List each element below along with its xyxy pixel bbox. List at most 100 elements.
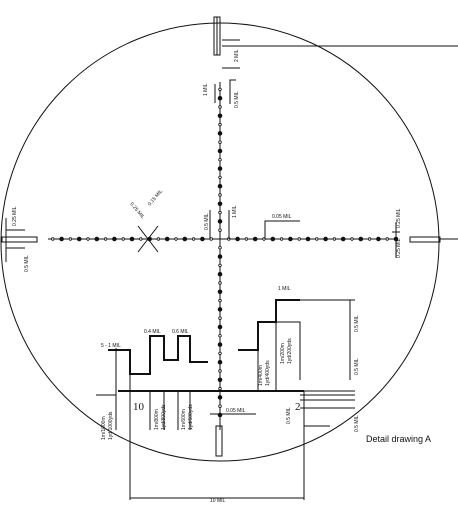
mil-dot xyxy=(94,236,100,242)
mil-dot xyxy=(164,236,170,242)
mil-dot xyxy=(217,131,223,136)
mil-dot xyxy=(112,236,117,242)
mil-dot xyxy=(86,237,90,241)
mil-dot xyxy=(270,236,276,242)
mil-dot xyxy=(218,246,222,250)
mil-dot xyxy=(59,236,64,242)
mil-dot xyxy=(323,236,328,242)
left-post xyxy=(1,236,38,243)
mil-dot xyxy=(76,236,82,242)
mil-dot xyxy=(68,237,73,241)
label-range-400yds: 1yd/400yds xyxy=(265,360,271,386)
label-range-1000: 1m/1000m xyxy=(101,416,107,440)
mil-dot xyxy=(129,236,135,242)
mil-dot xyxy=(217,148,223,154)
mil-dot xyxy=(376,236,381,242)
mil-dot xyxy=(217,254,223,259)
label-top-05mil: 0.5 MIL xyxy=(234,91,240,108)
mil-dot xyxy=(350,237,354,241)
label-diag-a: 0.25 MIL xyxy=(128,201,145,220)
label-left-05mil: 0.5 MIL xyxy=(24,255,30,272)
label-step-1mil-right: 1 MIL xyxy=(278,286,291,292)
label-bottom-05mil: 0.5 MIL xyxy=(286,407,292,424)
mil-dot xyxy=(217,113,223,119)
mil-dot xyxy=(218,122,222,127)
mil-dot xyxy=(217,95,223,101)
mil-dot xyxy=(217,342,223,347)
mil-dot xyxy=(139,237,143,241)
mil-dot xyxy=(174,237,178,241)
mil-dot xyxy=(217,166,223,171)
label-range-600yds: 1yd/600yds xyxy=(188,404,194,430)
label-left-025mil: 0.25 MIL xyxy=(12,206,18,226)
mil-dot xyxy=(340,236,346,242)
vertical-mil-dots xyxy=(217,87,223,418)
label-range-800: 1m/800m xyxy=(154,409,160,430)
mil-dot xyxy=(279,237,284,241)
label-range-600: 1m/600m xyxy=(181,409,187,430)
label-right-025mil-a: 0.25 MIL xyxy=(396,208,402,228)
label-right-05mil-c: 0.5 MIL xyxy=(354,415,360,432)
mil-dot xyxy=(217,271,223,277)
mil-dot xyxy=(217,359,223,365)
mil-dot xyxy=(218,351,222,356)
mil-dot xyxy=(217,201,223,207)
label-top-2mil: 2 MIL xyxy=(234,49,240,62)
label-right-025mil-b: 0.25 MIL xyxy=(396,238,402,258)
mil-dot xyxy=(218,281,222,285)
mil-dot xyxy=(218,140,222,144)
mil-dot xyxy=(252,236,258,242)
mil-dot xyxy=(218,158,222,162)
label-number-2: 2 xyxy=(295,401,301,413)
mil-dot xyxy=(218,228,222,232)
label-center-1mil: 1 MIL xyxy=(232,205,238,218)
label-step-06mil: 0.6 MIL xyxy=(172,329,189,335)
label-center-05mil: 0.5 MIL xyxy=(204,213,210,230)
label-center-005mil: 0.05 MIL xyxy=(272,214,292,220)
mil-dot xyxy=(217,395,223,400)
mil-dot xyxy=(182,236,188,242)
mil-dot xyxy=(51,237,55,241)
mil-dot xyxy=(217,289,223,295)
mil-dot xyxy=(121,237,125,241)
label-right-05mil-b: 0.5 MIL xyxy=(354,358,360,375)
mil-dot xyxy=(244,237,249,241)
right-post xyxy=(409,236,441,243)
mil-dot xyxy=(218,87,222,92)
mil-dot xyxy=(367,237,372,241)
mil-dot xyxy=(191,237,196,241)
mil-dot xyxy=(217,307,223,312)
label-diag-b: 0.15 MIL xyxy=(147,188,164,207)
mil-dot xyxy=(218,175,222,180)
label-range-800yds: 1yd/800yds xyxy=(161,404,167,430)
label-right-05mil-a: 0.5 MIL xyxy=(354,315,360,332)
mil-dot xyxy=(217,219,223,224)
mil-dot xyxy=(200,236,205,242)
mil-dot xyxy=(217,183,223,189)
label-step-5-1mil: 5 - 1 MIL xyxy=(101,343,121,349)
label-range-400: 1m/400m xyxy=(258,365,264,386)
mil-dot xyxy=(218,334,222,338)
mil-dot xyxy=(218,263,222,268)
mil-dot xyxy=(218,298,222,303)
bottom-post xyxy=(215,425,223,457)
mil-dot xyxy=(156,237,161,241)
caption-detail-drawing: Detail drawing A xyxy=(366,434,431,444)
label-number-10: 10 xyxy=(133,401,145,413)
mil-dot xyxy=(288,236,293,242)
mil-dot xyxy=(218,404,222,408)
mil-dot xyxy=(218,193,222,197)
mil-dot xyxy=(235,236,240,242)
mil-dot xyxy=(218,369,222,373)
mil-dot xyxy=(385,237,389,241)
label-top-1mil: 1 MIL xyxy=(203,83,209,96)
mil-dot xyxy=(358,236,364,242)
mil-dot xyxy=(218,316,222,320)
mil-dot xyxy=(218,105,222,109)
mil-dot xyxy=(218,386,222,391)
mil-dot xyxy=(218,210,222,215)
label-range-200yds: 1yd/200yds xyxy=(287,338,293,364)
mil-dot xyxy=(297,237,301,241)
mil-dot xyxy=(305,236,311,242)
